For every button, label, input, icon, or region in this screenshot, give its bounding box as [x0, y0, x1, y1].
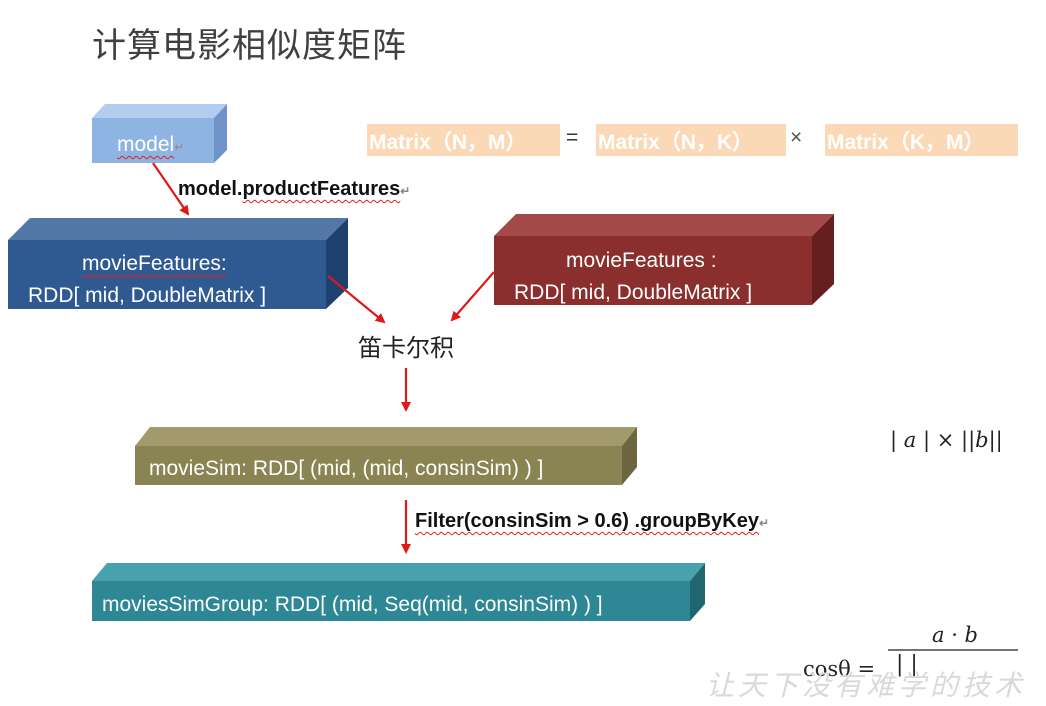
matrix-equals: = — [566, 126, 579, 149]
movie-features-left-box — [8, 218, 348, 309]
movie-sim-label: movieSim: RDD[ (mid, (mid, consinSim) ) … — [149, 457, 544, 480]
matrix-chip-3 — [825, 124, 1018, 156]
cosine-denominator: | | — [896, 652, 918, 677]
filter-label: Filter(consinSim > 0.6) .groupByKey↵ — [415, 510, 770, 532]
watermark: 让天下没有难学的技术 — [705, 669, 1026, 702]
matrix-chip-1 — [367, 124, 560, 156]
arrow-right-to-cartesian — [450, 271, 495, 322]
matrix-chip-2 — [596, 124, 786, 156]
product-features-label: model.productFeatures↵ — [178, 178, 411, 200]
arrow-model-to-features — [152, 162, 190, 216]
cosine-numerator: a · b — [932, 623, 978, 647]
matrix-nk: Matrix（N，K） — [598, 131, 754, 154]
matrix-times: × — [790, 126, 803, 149]
arrow-left-to-cartesian — [327, 275, 386, 324]
model-box-label: model↵ — [117, 133, 185, 156]
movies-sim-group-box — [92, 563, 705, 621]
movies-sim-group-label: moviesSimGroup: RDD[ (mid, Seq(mid, cons… — [102, 593, 603, 616]
movie-sim-box — [135, 427, 637, 485]
norm-product: | a | × ||b|| — [890, 428, 1003, 452]
model-box — [92, 104, 227, 163]
page-title: 计算电影相似度矩阵 — [92, 26, 407, 66]
movie-features-right-box — [494, 214, 834, 305]
movie-features-right-line1: movieFeatures : — [566, 249, 717, 272]
movie-features-left-line2: RDD[ mid, DoubleMatrix ] — [28, 284, 267, 307]
cartesian-product-label: 笛卡尔积 — [358, 334, 454, 362]
cosine-lhs: cosθ = — [803, 657, 876, 681]
movie-features-right-line2: RDD[ mid, DoubleMatrix ] — [514, 281, 753, 304]
movie-features-left-line1: movieFeatures: — [82, 252, 227, 275]
matrix-km: Matrix（K，M） — [827, 131, 985, 154]
matrix-nm: Matrix（N，M） — [369, 131, 527, 154]
